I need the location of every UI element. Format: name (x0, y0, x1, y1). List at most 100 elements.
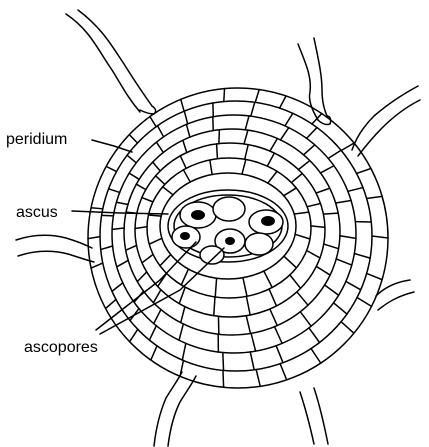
cell-wall (280, 364, 287, 380)
label-ascus: ascus (16, 204, 58, 222)
cell-wall (297, 292, 308, 305)
cell-wall (246, 316, 250, 334)
cell-wall (309, 328, 320, 343)
cell-wall (325, 285, 339, 295)
cell-wall (151, 346, 157, 360)
cell-wall (129, 173, 139, 179)
ascospore-nucleus (261, 216, 275, 226)
cell-wall (255, 90, 259, 103)
ascospore-nucleus (180, 232, 190, 240)
cell-wall (284, 188, 296, 196)
cell-wall (348, 188, 363, 192)
cell-wall (116, 202, 127, 204)
cell-wall (150, 117, 156, 127)
cell-wall (311, 226, 325, 227)
cell-wall (160, 255, 171, 266)
cell-wall (320, 166, 333, 173)
cell-wall (367, 273, 382, 279)
cell-wall (270, 309, 277, 326)
cell-wall (250, 352, 254, 370)
cell-wall (142, 254, 153, 262)
cell-wall (246, 296, 250, 315)
cell-wall (91, 208, 103, 209)
peridium-leader (92, 140, 132, 152)
cell-wall (183, 140, 187, 152)
ascospore (200, 246, 224, 264)
cell-wall (357, 169, 371, 174)
cell-wall (341, 322, 354, 334)
cell-wall (156, 142, 163, 152)
cell-wall (156, 176, 165, 185)
cell-wall (285, 113, 293, 126)
cell-wall (242, 159, 246, 174)
hyphae (16, 10, 420, 446)
cell-wall (284, 256, 297, 268)
cell-wall (300, 312, 311, 326)
cell-wall (142, 198, 153, 202)
cell-wall (106, 166, 116, 171)
cell-wall (186, 124, 189, 137)
cell-wall (290, 275, 301, 288)
cell-wall (109, 189, 120, 193)
label-ascopores: ascopores (24, 339, 98, 357)
cell-wall (357, 298, 371, 307)
ascus-leader (72, 211, 168, 214)
cell-wall (127, 155, 136, 163)
cell-wall (298, 161, 309, 170)
cell-wall (135, 227, 147, 229)
cell-wall (117, 260, 128, 266)
cell-wall (214, 297, 215, 316)
cell-wall (245, 145, 248, 160)
cell-wall (307, 250, 320, 257)
cell-wall (223, 370, 224, 387)
cell-wall (149, 238, 162, 244)
cell-wall (323, 213, 338, 214)
cell-wall (130, 329, 138, 341)
cell-wall (136, 184, 146, 189)
cell-wall (328, 150, 341, 158)
cell-wall (101, 246, 113, 250)
cell-wall (291, 174, 302, 183)
cell-wall (269, 289, 276, 306)
cell-wall (217, 144, 218, 159)
cell-wall (372, 236, 388, 238)
cell-wall (334, 303, 347, 314)
cell-wall (264, 271, 272, 287)
cell-wall (126, 245, 137, 250)
ascospore (213, 197, 245, 221)
cell-wall (215, 278, 216, 297)
cell-wall (316, 188, 330, 193)
cell-wall (251, 333, 255, 351)
cell-wall (154, 310, 161, 324)
cell-wall (268, 171, 277, 183)
cell-wall (280, 96, 286, 108)
cell-wall (307, 204, 320, 207)
cell-wall (307, 128, 317, 139)
ascospore-nucleus (225, 237, 235, 245)
cell-wall (224, 89, 225, 102)
cell-wall (88, 237, 100, 239)
cell-wall (336, 259, 352, 265)
cell-wall (311, 349, 321, 364)
cell-wall (346, 281, 361, 289)
cell-wall (137, 272, 146, 282)
cell-wall (256, 370, 260, 387)
cell-wall (163, 187, 173, 195)
cell-wall (280, 128, 288, 140)
cell-wall (129, 135, 137, 143)
cell-wall (243, 278, 247, 297)
cell-wall (275, 327, 283, 344)
cell-wall (106, 299, 116, 308)
ascospore-nucleus (191, 210, 205, 220)
cell-wall (270, 139, 277, 152)
cell-wall (181, 307, 185, 323)
cell-wall (112, 228, 124, 229)
cell-wall (182, 343, 186, 360)
cell-wall (210, 160, 212, 175)
cell-wall (148, 215, 161, 216)
cell-wall (183, 170, 190, 182)
cell-wall (184, 111, 187, 124)
ascospore (245, 233, 273, 255)
